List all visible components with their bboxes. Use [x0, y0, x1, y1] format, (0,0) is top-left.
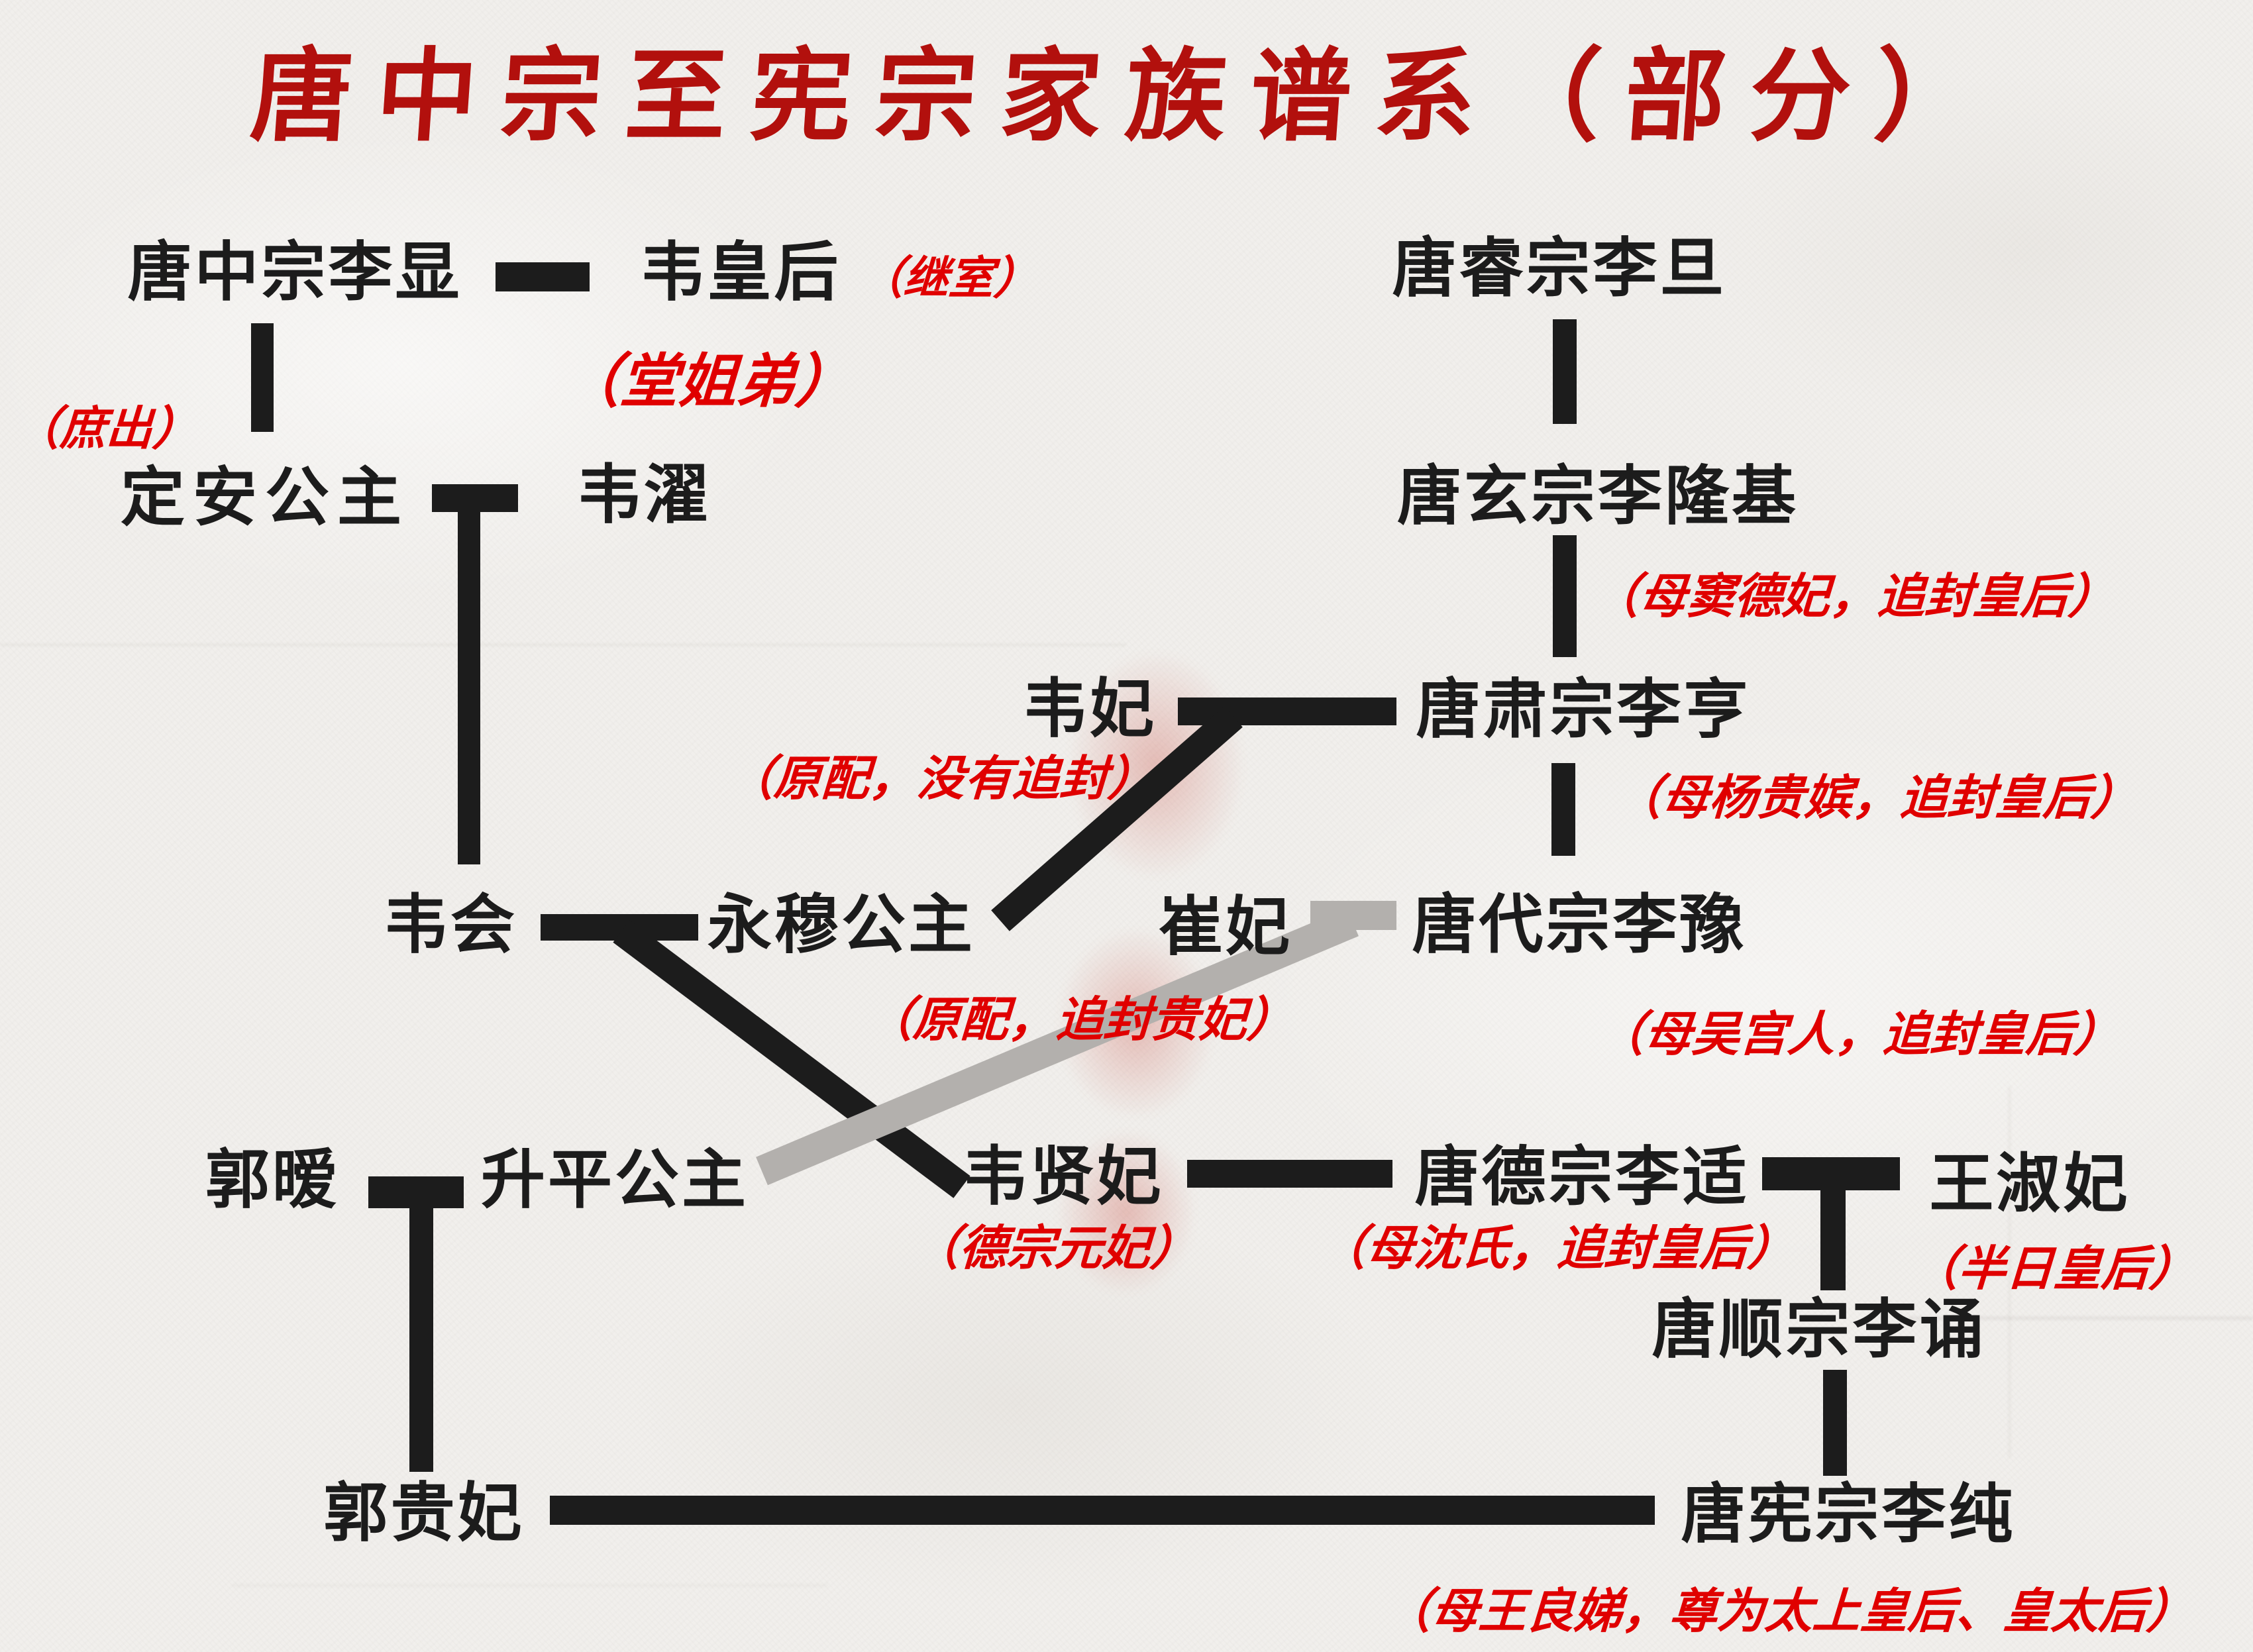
paper-crease [0, 644, 1126, 646]
node-wang-shufei: 王淑妃 [1929, 1149, 2130, 1220]
node-xianzong: 唐宪宗李纯 [1681, 1479, 2016, 1551]
note-tang-jiedi: （堂姐弟） [560, 350, 855, 415]
diagram-title: 唐中宗至宪宗家族谱系（部分） [247, 42, 2004, 153]
line-weihui-to-weixianfei [613, 920, 970, 1198]
node-zhongzong: 唐中宗李显 [127, 237, 462, 309]
line-suzong-to-yongmu [991, 706, 1243, 931]
note-dezong-yuanfei: （德宗元妃） [910, 1222, 1200, 1275]
note-shuchu: （庶出） [12, 404, 201, 455]
note-yuanpei-zhuifeng-guifei: （原配，追封贵妃） [863, 994, 1296, 1047]
node-wei-empress: 韦皇后 [640, 237, 841, 309]
paper-crease [2009, 1086, 2011, 1457]
node-wei-xianfei: 韦贤妃 [963, 1141, 1164, 1213]
node-dingan-princess: 定安公主 [121, 462, 409, 534]
note-yuanpei-meiyou-zhuifeng: （原配，没有追封） [724, 752, 1157, 805]
paper-crease [232, 1584, 828, 1586]
node-ruizong: 唐睿宗李旦 [1392, 233, 1727, 305]
node-wei-zhuo: 韦濯 [577, 460, 711, 531]
node-xuanzong: 唐玄宗李隆基 [1397, 461, 1799, 533]
node-shengping-princess: 升平公主 [481, 1145, 749, 1216]
note-mu-wang-liangdi: （母王良娣，尊为太上皇后、皇太后） [1381, 1585, 2196, 1638]
node-daizong: 唐代宗李豫 [1412, 890, 1747, 961]
note-mu-dou-defei: （母窦德妃，追封皇后） [1589, 570, 2118, 623]
watermark-smudge [1053, 1126, 1199, 1298]
gray-line-shengping-to-daizong [756, 907, 1359, 1186]
note-banri-huanghou: （半日皇后） [1909, 1243, 2199, 1296]
note-mu-yang-guipin: （母杨贵嫔，追封皇后） [1612, 772, 2140, 825]
node-shunzong: 唐顺宗李诵 [1651, 1294, 1987, 1366]
node-wei-hui: 韦会 [384, 890, 517, 961]
node-dezong: 唐德宗李适 [1414, 1142, 1750, 1213]
note-mu-wu-gongren: （母吴宫人，追封皇后） [1595, 1008, 2123, 1061]
node-suzong: 唐肃宗李亨 [1416, 674, 1751, 746]
node-yongmu-princess: 永穆公主 [707, 890, 975, 961]
node-wei-fei: 韦妃 [1023, 674, 1157, 745]
paper-crease [1908, 1317, 2253, 1319]
note-jishi: （继室） [857, 253, 1040, 303]
node-cui-fei: 崔妃 [1159, 892, 1292, 963]
note-mu-shenshi: （母沈氏，追封皇后） [1316, 1222, 1797, 1275]
node-guo-guifei: 郭贵妃 [323, 1478, 525, 1549]
node-guo-ai: 郭暧 [205, 1145, 339, 1216]
